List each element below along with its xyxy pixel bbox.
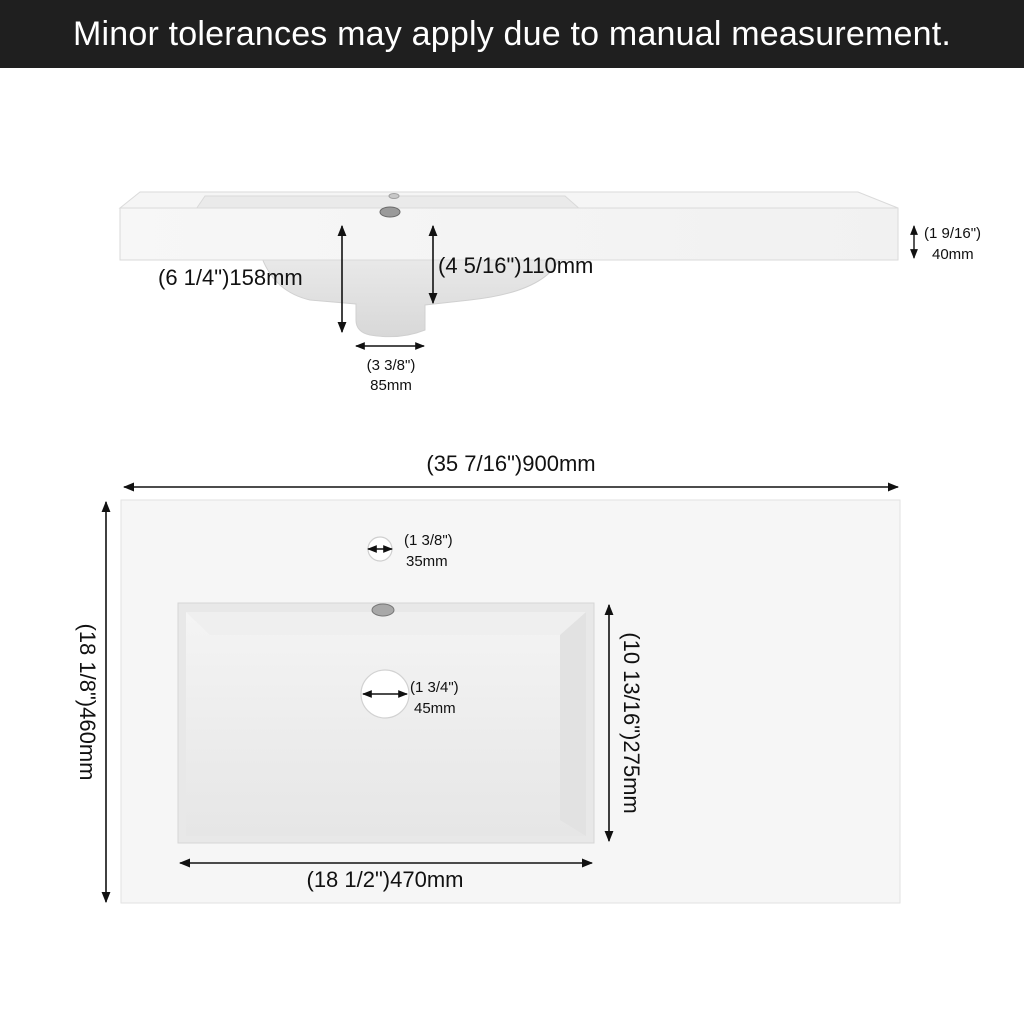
side-slab-front bbox=[119, 207, 899, 261]
overall-width-label: (35 7/16")900mm bbox=[426, 451, 595, 476]
side-view: (6 1/4")158mm (4 5/16")110mm (1 9/16") 4… bbox=[118, 191, 981, 394]
side-bowl-depth-label: (4 5/16")110mm bbox=[438, 253, 593, 278]
drain-width-in-label: (3 3/8") bbox=[367, 357, 416, 374]
drain-hole-mm-label: 45mm bbox=[414, 700, 456, 717]
overflow-fitting bbox=[379, 206, 401, 218]
bowl-width-label: (18 1/2")470mm bbox=[307, 867, 464, 892]
drain-hole-in-label: (1 3/4") bbox=[410, 679, 459, 696]
faucet-hole-in-label: (1 3/8") bbox=[404, 532, 453, 549]
top-bowl-basin bbox=[186, 612, 586, 836]
slab-thickness-in-label: (1 9/16") bbox=[924, 225, 981, 242]
bowl-depth-label-top: (10 13/16")275mm bbox=[619, 632, 644, 813]
tolerance-banner: Minor tolerances may apply due to manual… bbox=[0, 0, 1024, 68]
drain-width-mm-label: 85mm bbox=[370, 377, 412, 394]
top-bowl-back-wall bbox=[186, 612, 586, 635]
top-view: (35 7/16")900mm (18 1/8")460mm (1 3/8") … bbox=[75, 451, 901, 904]
overall-depth-label: (18 1/8")460mm bbox=[75, 624, 100, 781]
overflow-drain bbox=[371, 603, 395, 617]
side-bowl-body bbox=[261, 257, 561, 338]
slab-thickness-mm-label: 40mm bbox=[932, 246, 974, 263]
faucet-hole-side bbox=[388, 193, 400, 199]
top-bowl-side-wall bbox=[560, 612, 586, 836]
side-depth-total-label: (6 1/4")158mm bbox=[158, 265, 303, 290]
faucet-hole-mm-label: 35mm bbox=[406, 553, 448, 570]
